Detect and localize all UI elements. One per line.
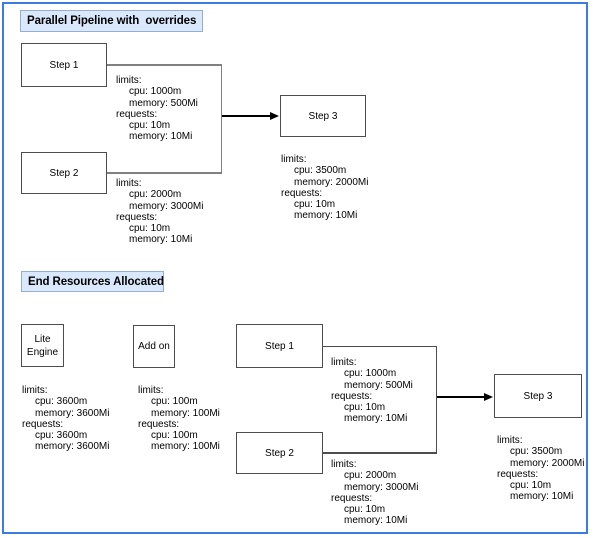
pipeline-section-title: Parallel Pipeline with overrides [20,10,203,32]
resource-line: limits: [281,154,307,165]
resources-end-step3: limits: cpu: 3500m memory: 2000Mi reques… [497,435,584,503]
resource-line: memory: 10Mi [510,491,574,503]
resource-line: cpu: 10m [294,199,336,211]
node-pipeline-step2: Step 2 [21,152,107,194]
arrow-line [437,396,485,398]
arrow-head [270,111,279,120]
resource-line: requests: [281,187,323,199]
node-add-on: Add on [133,325,175,368]
resource-line: memory: 2000Mi [294,176,369,188]
resource-line: limits: [497,435,523,446]
resource-line: memory: 3000Mi [129,200,204,212]
connector-line [436,346,438,453]
resources-end-step1: limits: cpu: 1000m memory: 500Mi request… [331,357,413,425]
resource-line: cpu: 3500m [294,165,347,177]
resources-pipeline-step2: limits: cpu: 2000m memory: 3000Mi reques… [116,178,203,246]
resource-line: cpu: 3600m [35,430,88,442]
resource-line: memory: 10Mi [344,413,408,425]
node-end-step3: Step 3 [494,374,582,418]
resource-line: requests: [331,492,373,504]
resource-line: cpu: 2000m [344,470,397,482]
resource-line: memory: 2000Mi [510,457,585,469]
node-label: Engine [26,346,59,358]
resource-line: cpu: 10m [129,223,171,235]
resource-line: limits: [138,385,164,396]
connector-line [323,346,437,348]
resource-line: requests: [497,468,539,480]
resource-line: cpu: 10m [344,402,386,414]
connector-line [107,172,222,174]
node-label: Step 3 [308,110,338,122]
node-end-step2: Step 2 [236,432,323,474]
resource-line: memory: 10Mi [129,234,193,246]
resource-line: limits: [331,357,357,368]
resources-lite-engine: limits: cpu: 3600m memory: 3600Mi reques… [22,385,109,453]
node-end-step1: Step 1 [236,324,323,368]
node-pipeline-step3: Step 3 [280,95,366,137]
connector-line [107,64,222,66]
end-resources-section-title: End Resources Allocated [21,271,164,292]
node-lite-engine: Lite Engine [21,324,64,367]
resources-add-on: limits: cpu: 100m memory: 100Mi requests… [138,385,220,453]
node-label: Step 2 [49,167,79,179]
resource-line: requests: [116,108,158,120]
resources-pipeline-step1: limits: cpu: 1000m memory: 500Mi request… [116,75,198,143]
resource-line: cpu: 2000m [129,189,182,201]
connector-line [220,64,223,174]
resource-line: cpu: 3600m [35,396,88,408]
resource-line: requests: [138,418,180,430]
resource-line: memory: 500Mi [344,379,413,391]
resource-line: cpu: 1000m [344,368,397,380]
resource-line: limits: [116,75,142,86]
resource-line: memory: 10Mi [344,515,408,527]
resource-line: cpu: 10m [344,504,386,516]
resources-pipeline-step3: limits: cpu: 3500m memory: 2000Mi reques… [281,154,368,222]
connector-line [323,452,437,454]
resources-end-step2: limits: cpu: 2000m memory: 3000Mi reques… [331,459,418,527]
resource-line: cpu: 100m [151,430,198,442]
resource-line: memory: 10Mi [294,210,358,222]
arrow-head [484,392,493,401]
resource-line: cpu: 100m [151,396,198,408]
resource-line: memory: 10Mi [129,131,193,143]
arrow-line [222,115,271,117]
resource-line: cpu: 3500m [510,446,563,458]
resource-line: cpu: 1000m [129,86,182,98]
resource-line: memory: 500Mi [129,97,198,109]
resource-line: limits: [116,178,142,189]
resource-line: limits: [331,459,357,470]
resource-line: requests: [331,390,373,402]
resource-line: requests: [116,211,158,223]
node-label: Step 1 [49,59,79,71]
node-label: Step 3 [523,390,553,402]
resource-line: cpu: 10m [510,480,552,492]
resource-line: limits: [22,385,48,396]
resource-line: cpu: 10m [129,120,171,132]
resource-line: memory: 3600Mi [35,407,110,419]
resource-line: memory: 3600Mi [35,441,110,453]
node-label: Add on [138,341,170,352]
node-label: Step 2 [265,447,294,459]
resource-line: memory: 3000Mi [344,481,419,493]
resource-line: requests: [22,418,64,430]
node-pipeline-step1: Step 1 [21,43,107,87]
node-label: Lite [34,333,51,345]
resource-line: memory: 100Mi [151,407,220,419]
resource-line: memory: 100Mi [151,441,220,453]
node-label: Step 1 [265,340,294,352]
